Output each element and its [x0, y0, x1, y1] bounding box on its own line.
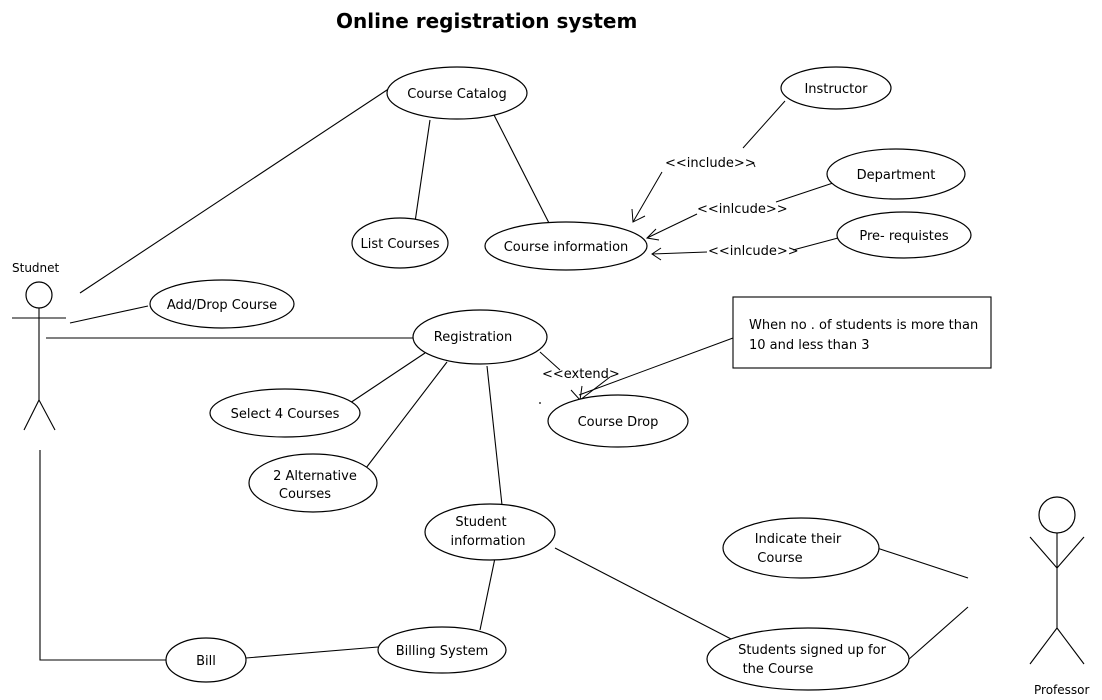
line-reg-alt [365, 361, 448, 469]
professor-leg-left [1029, 627, 1058, 665]
line-studentinfo-billing [479, 557, 496, 631]
inlcude-prereq-label: <<inlcude>> [708, 244, 799, 259]
indicate-course-label-line2: Course [757, 551, 802, 566]
course-catalog-label: Course Catalog [407, 87, 506, 102]
prerequisites-label: Pre- requistes [859, 229, 949, 244]
use-case-course-catalog: Course Catalog [386, 66, 528, 120]
use-case-indicate-course: Indicate their Course [722, 517, 880, 579]
professor-arm-right [1056, 536, 1085, 569]
use-case-course-drop: Course Drop [547, 394, 689, 448]
use-case-department: Department [826, 148, 966, 200]
use-case-add-drop-course: Add/Drop Course [149, 279, 295, 329]
line-catalog-list [414, 119, 431, 223]
include-department-line-left [646, 213, 698, 239]
inlcude-department-label: <<inlcude>> [697, 202, 788, 217]
dependency-arrows [539, 100, 839, 404]
include-prereq-line-left [651, 251, 708, 255]
alt-courses-label-line2: Courses [279, 487, 331, 502]
tick-mark [752, 161, 756, 168]
extend-label: <<extend> [542, 367, 620, 382]
student-leg-right [38, 399, 56, 431]
note-connector [578, 337, 734, 396]
line-student-bill [39, 450, 166, 661]
use-case-student-information: Student information [424, 503, 556, 561]
professor-head [1038, 496, 1076, 534]
association-lines [39, 87, 969, 661]
student-actor-label: Studnet [12, 261, 60, 275]
include-label: <<include>> [665, 156, 756, 171]
extend-line-lower [579, 376, 611, 401]
student-head [25, 281, 53, 309]
add-drop-course-label: Add/Drop Course [167, 298, 277, 313]
professor-arm-left [1029, 536, 1058, 569]
note-line1: When no . of students is more than [749, 318, 978, 333]
use-case-prerequisites: Pre- requistes [836, 211, 972, 259]
note-line2: 10 and less than 3 [749, 338, 870, 353]
department-label: Department [857, 168, 936, 183]
use-case-registration: Registration [412, 309, 548, 365]
use-case-instructor: Instructor [780, 66, 892, 110]
include-prereq-arrowhead [651, 247, 662, 261]
diagram-title: Online registration system [336, 9, 637, 33]
use-case-billing-system: Billing System [377, 626, 507, 674]
line-bill-billing [245, 646, 379, 659]
include-department-line-right [775, 182, 834, 203]
course-drop-label: Course Drop [578, 415, 659, 430]
actor-student: Studnet [12, 261, 66, 431]
use-case-bill: Bill [165, 637, 247, 683]
include-department-arrowhead [645, 228, 660, 241]
student-leg-left [23, 399, 40, 431]
line-student-adddrop [69, 305, 149, 324]
list-courses-label: List Courses [360, 237, 439, 252]
line-reg-select4 [349, 352, 426, 404]
billing-system-label: Billing System [396, 644, 488, 659]
line-indicate-professor [876, 547, 969, 579]
extend-arrowhead [570, 385, 583, 402]
alt-courses-label-line1: 2 Alternative [273, 469, 357, 484]
line-catalog-info [493, 114, 551, 226]
signed-up-label-line2: the Course [743, 662, 814, 677]
line-studentinfo-signedup [554, 547, 734, 641]
line-reg-studentinfo [486, 365, 503, 506]
bill-label: Bill [196, 654, 216, 669]
professor-leg-right [1056, 627, 1085, 665]
professor-actor-label: Professor [1034, 683, 1089, 697]
use-case-alternative-courses: 2 Alternative Courses [248, 453, 378, 513]
actor-professor: Professor [1029, 496, 1089, 697]
include-instructor-arrowhead [631, 208, 646, 223]
use-case-select-4-courses: Select 4 Courses [209, 388, 361, 438]
include-prereq-line-right [792, 237, 839, 251]
stray-dot [539, 402, 541, 404]
signed-up-label-line1: Students signed up for [738, 643, 886, 658]
constraint-note: When no . of students is more than 10 an… [732, 296, 992, 369]
indicate-course-label-line1: Indicate their [755, 532, 842, 547]
include-instructor-line-lower [632, 171, 663, 223]
student-info-label-line1: Student [455, 515, 506, 530]
extend-line-upper [539, 351, 561, 371]
select-4-courses-label: Select 4 Courses [231, 407, 340, 422]
line-student-catalog [79, 87, 391, 294]
student-info-label-line2: information [450, 534, 525, 549]
use-case-list-courses: List Courses [351, 217, 449, 269]
use-case-course-information: Course information [484, 221, 648, 271]
use-case-students-signed-up: Students signed up for the Course [706, 627, 910, 691]
course-information-label: Course information [504, 240, 629, 255]
include-instructor-line-upper [742, 100, 786, 149]
registration-label: Registration [434, 330, 512, 345]
line-signedup-professor [907, 606, 969, 661]
instructor-label: Instructor [804, 82, 868, 97]
